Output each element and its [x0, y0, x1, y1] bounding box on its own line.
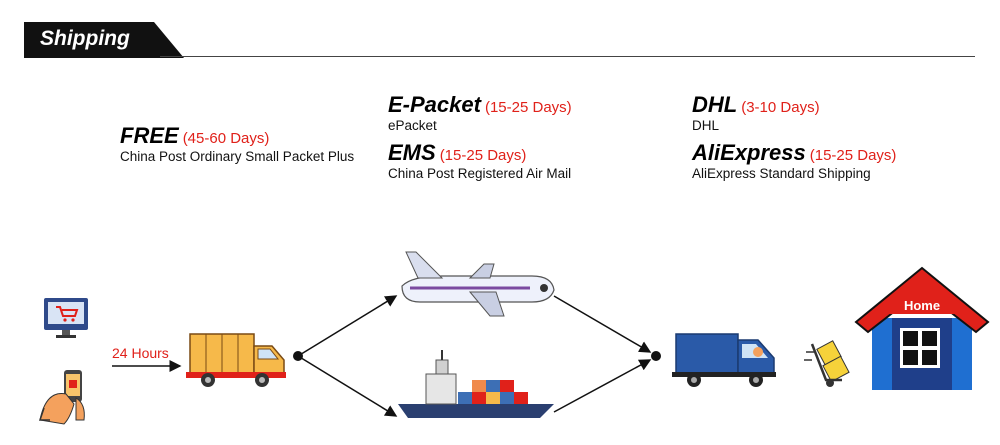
- method-desc: China Post Registered Air Mail: [388, 166, 572, 181]
- phone-shopping-icon: [38, 370, 85, 425]
- method-desc: DHL: [692, 118, 720, 133]
- header-banner: [24, 22, 184, 58]
- home-label: Home: [904, 298, 940, 313]
- air-merge-arrow: [553, 295, 652, 353]
- house-icon: Home: [854, 266, 990, 390]
- computer-icon: [44, 298, 88, 338]
- method-desc: AliExpress Standard Shipping: [692, 166, 871, 181]
- method-name: DHL: [692, 92, 738, 117]
- method-desc: China Post Ordinary Small Packet Plus: [120, 149, 355, 164]
- method-days: (15-25 Days): [484, 99, 572, 116]
- method-days: (15-25 Days): [809, 147, 897, 164]
- method-name: EMS: [388, 140, 436, 165]
- method-name: FREE: [120, 123, 179, 148]
- header-divider: [160, 56, 975, 57]
- hours-label: 24 Hours: [112, 345, 169, 361]
- method-desc: ePacket: [388, 118, 437, 133]
- method-name: E-Packet: [388, 92, 481, 117]
- delivery-truck-icon: [186, 333, 286, 387]
- merge-dot: [651, 351, 661, 361]
- method-ems: EMS(15-25 Days) China Post Registered Ai…: [388, 140, 571, 181]
- method-name: AliExpress: [692, 140, 806, 165]
- cargo-ship-icon: [398, 350, 554, 418]
- air-route-arrow: [297, 295, 398, 357]
- delivery-van-icon: [672, 333, 776, 387]
- method-days: (45-60 Days): [182, 130, 270, 147]
- method-days: (15-25 Days): [439, 147, 527, 164]
- airplane-icon: [401, 251, 555, 317]
- sea-route-arrow: [297, 355, 398, 417]
- method-dhl: DHL(3-10 Days) DHL: [692, 92, 820, 133]
- page-title: Shipping: [40, 27, 130, 50]
- method-free: FREE(45-60 Days) China Post Ordinary Sma…: [120, 123, 354, 164]
- method-aliexpress: AliExpress(15-25 Days) AliExpress Standa…: [692, 140, 896, 181]
- hand-truck-icon: [804, 340, 850, 387]
- method-days: (3-10 Days): [741, 99, 820, 116]
- sea-merge-arrow: [553, 359, 652, 413]
- method-epacket: E-Packet(15-25 Days) ePacket: [388, 92, 572, 133]
